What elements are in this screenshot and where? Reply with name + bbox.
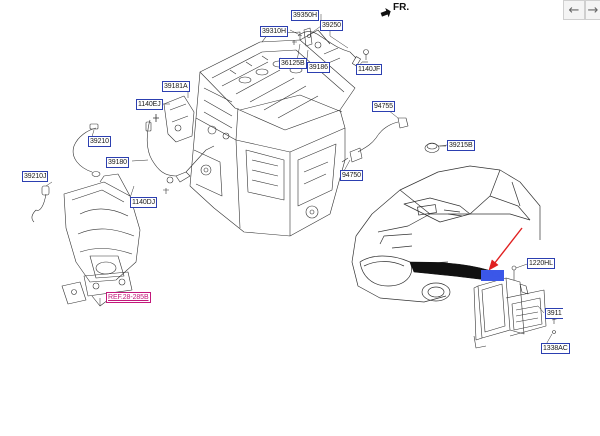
engine-block [189, 29, 356, 237]
bracket-39310H [292, 27, 313, 47]
part-label-39250[interactable]: 39250 [320, 20, 343, 31]
part-label-1338AC[interactable]: 1338AC [541, 343, 570, 354]
oxygen-sensor-39180 [145, 119, 215, 194]
exhaust-manifold [31, 173, 141, 307]
part-label-36125B[interactable]: 36125B [279, 58, 307, 69]
back-button[interactable]: ← [563, 0, 585, 20]
part-label-39186[interactable]: 39186 [307, 62, 330, 73]
part-label-39210[interactable]: 39210 [88, 136, 111, 147]
bracket-39181A [153, 95, 195, 143]
part-label-3911[interactable]: 3911 [545, 308, 563, 319]
reference-link-28-285B[interactable]: REF.28-285B [106, 292, 151, 303]
part-label-39181A[interactable]: 39181A [162, 81, 190, 92]
arrow-left-icon: ← [568, 2, 580, 18]
part-label-39150-highlighted[interactable]: 39150 [481, 270, 504, 281]
part-label-1140EJ[interactable]: 1140EJ [136, 99, 163, 110]
oxygen-sensor-39210 [72, 123, 101, 177]
part-label-39350H[interactable]: 39350H [291, 10, 319, 21]
sensor-94755 [341, 117, 409, 163]
arrow-right-icon: → [587, 2, 599, 18]
part-label-39210J[interactable]: 39210J [22, 171, 49, 182]
part-label-1140DJ[interactable]: 1140DJ [130, 197, 158, 208]
sensor-39250 [297, 31, 369, 67]
part-label-39310H[interactable]: 39310H [260, 26, 288, 37]
highlight-arrow [488, 227, 523, 271]
part-label-94755[interactable]: 94755 [372, 101, 395, 112]
vehicle [351, 165, 541, 303]
front-direction-icon [380, 7, 391, 18]
part-label-39215B[interactable]: 39215B [447, 140, 475, 151]
forward-button[interactable]: → [585, 0, 600, 20]
cap-39215B [424, 142, 446, 153]
callout-wedge [409, 261, 489, 281]
front-direction-label: FR. [393, 2, 410, 13]
ecu-unit [473, 265, 561, 349]
part-label-94750[interactable]: 94750 [340, 170, 363, 181]
part-label-1220HL[interactable]: 1220HL [527, 258, 555, 269]
part-label-39180[interactable]: 39180 [106, 157, 129, 168]
part-label-1140JF[interactable]: 1140JF [356, 64, 383, 75]
